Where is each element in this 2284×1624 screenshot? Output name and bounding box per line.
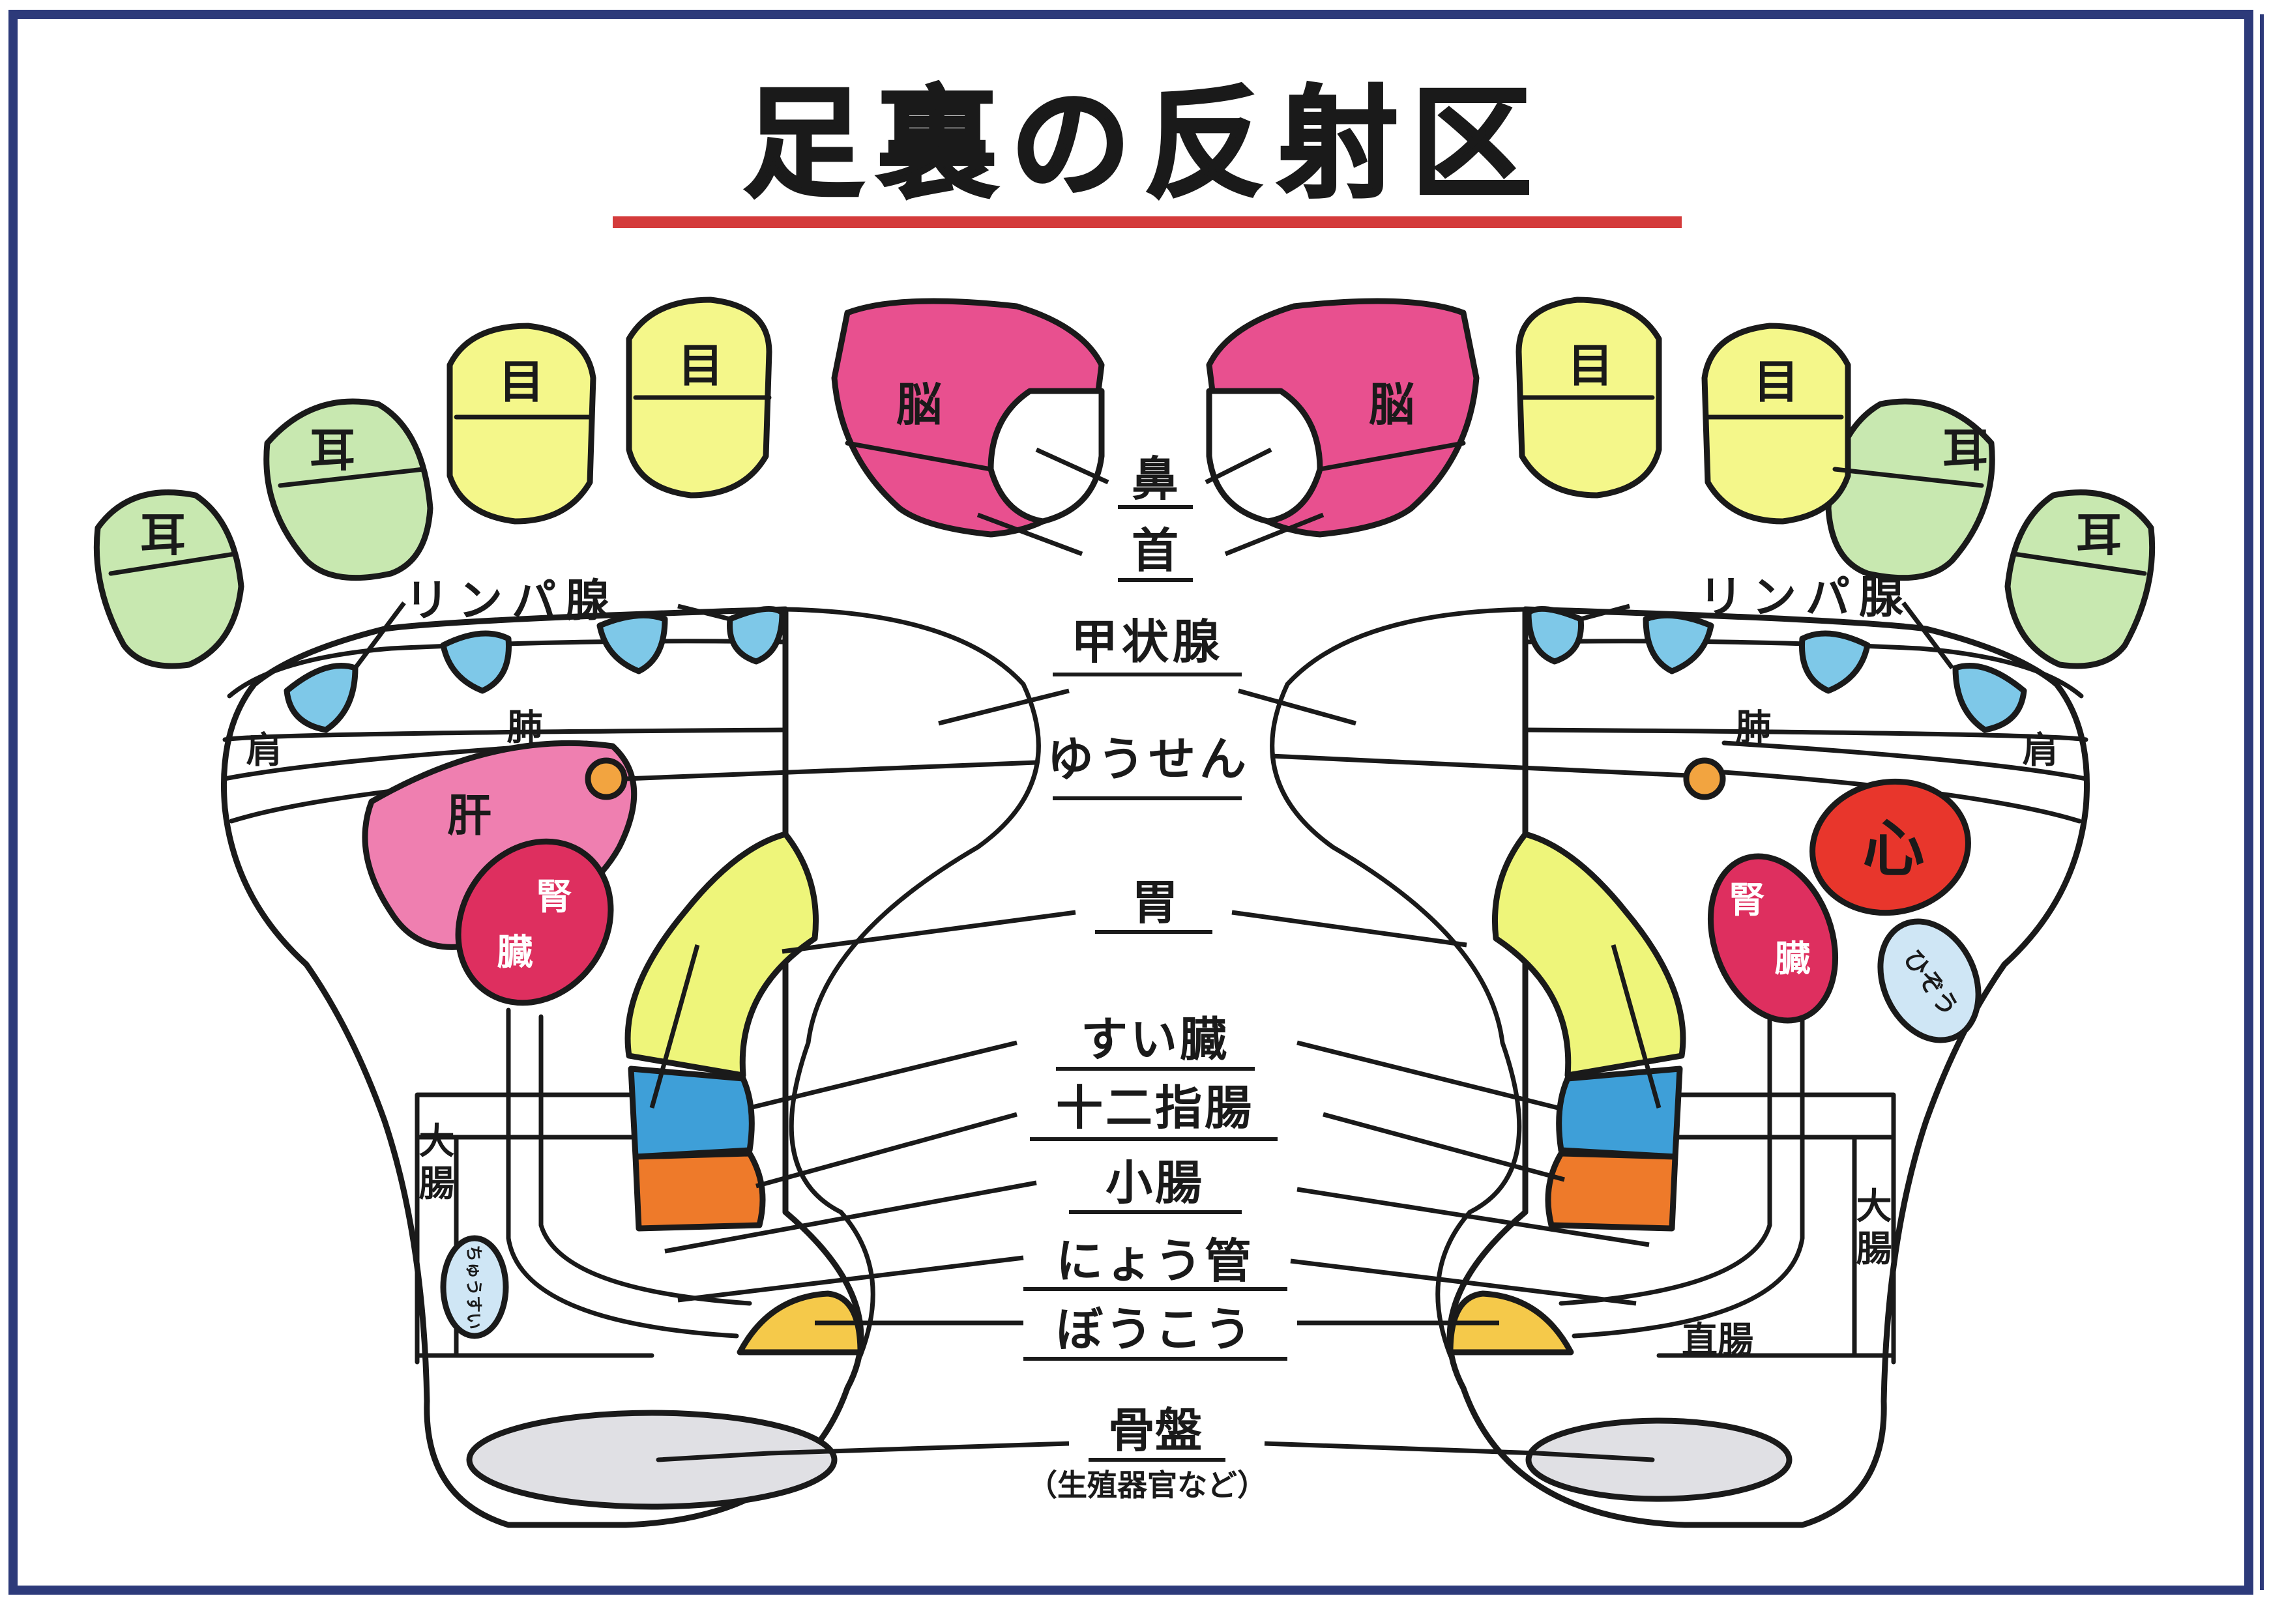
left-foot (93, 297, 1105, 1528)
left-large-intestine-frame (415, 1092, 654, 1365)
right-bladder (1447, 1290, 1574, 1356)
label-stomach: 胃 (1132, 875, 1179, 930)
right-brain-label: 脳 (1369, 378, 1414, 431)
right-toe-ear-1 (2004, 489, 2156, 669)
right-kidney (1707, 853, 1839, 1024)
label-pancreas: すい臓 (1081, 1012, 1229, 1067)
left-pelvis (466, 1410, 838, 1510)
left-stomach (624, 831, 819, 1079)
right-lung-line-1 (1721, 740, 2088, 781)
right-colon-curve-1 (1572, 1008, 1805, 1339)
left-inner-column (783, 607, 1041, 1358)
right-sex-gland-dot (1683, 757, 1726, 800)
right-small-intestine (1545, 1150, 1678, 1232)
right-toe-eye-1 (1701, 323, 1851, 525)
left-cecum-label: ちゅうすい (463, 1245, 483, 1329)
left-lung-label: 肺 (506, 706, 542, 748)
left-colon-curve-1 (506, 1008, 739, 1339)
right-pelvis (1525, 1417, 1793, 1502)
left-shoulder-label: 肩 (246, 729, 282, 771)
right-eye-1-label: 目 (1753, 355, 1799, 409)
left-liver-label: 肝 (447, 790, 491, 842)
right-eye-2-label: 目 (1568, 339, 1613, 392)
right-kidney-label-bottom: 臓 (1774, 938, 1810, 979)
left-ear-2-label: 耳 (310, 424, 355, 477)
right-ear-1-label: 耳 (2076, 508, 2122, 562)
label-neck: 首 (1132, 523, 1179, 578)
label-duodenum: 十二指腸 (1056, 1080, 1254, 1135)
right-shoulder-line (1523, 727, 2088, 742)
left-ear-1-band (108, 551, 237, 576)
label-nose: 鼻 (1132, 452, 1179, 506)
right-large-intestine-label-top: 大 (1856, 1185, 1892, 1227)
label-pelvis: 骨盤 (1108, 1403, 1202, 1458)
label-thyroid: 甲状腺 (1071, 615, 1223, 669)
title-underline (613, 216, 1682, 228)
right-ear-1-band (2012, 551, 2147, 576)
left-kidney-label-top: 腎 (536, 876, 572, 918)
left-lymph-2 (440, 630, 512, 694)
right-foot-outline (1446, 606, 2090, 1528)
right-shoulder-label: 肩 (2022, 729, 2058, 771)
left-lymph-4 (727, 605, 785, 665)
left-toe-arc-1 (227, 639, 788, 699)
right-duodenum (1556, 1066, 1683, 1160)
left-brain-band (845, 441, 993, 472)
right-heart-label: 心 (1862, 813, 1924, 885)
right-lymph-1 (1952, 663, 2027, 733)
label-bladder: ぼうこう (1056, 1302, 1254, 1357)
left-large-intestine-label-bottom: 腸 (418, 1163, 454, 1204)
left-shoulder-line (222, 727, 788, 742)
right-spleen (1877, 918, 1982, 1043)
right-toe-arc-1 (1523, 639, 2084, 699)
left-sex-gland-dot (585, 757, 628, 800)
left-brain-label: 脳 (896, 378, 942, 431)
right-brain-band (1317, 441, 1466, 472)
right-lymph-4 (1525, 605, 1584, 665)
left-bladder (737, 1290, 864, 1356)
left-pelvis-inner-line (656, 1451, 772, 1462)
right-inner-column (1270, 607, 1528, 1358)
left-toe-ear-1 (93, 489, 244, 669)
right-heart (1809, 778, 1971, 916)
left-ear-1-label: 耳 (140, 508, 186, 562)
label-pelvis-note: （生殖器官など） (1027, 1468, 1267, 1503)
right-foot (1206, 297, 2156, 1528)
left-lymph-label: リンパ腺 (405, 575, 619, 627)
left-toe-ear-2 (263, 398, 433, 581)
right-toe-ear-2 (1825, 398, 1995, 581)
label-small-intestine: 小腸 (1105, 1155, 1205, 1210)
label-sex-gland: ゆうせん (1047, 732, 1250, 787)
right-lymph-3 (1643, 612, 1714, 674)
right-pelvis-inner-line (1536, 1451, 1655, 1462)
right-kidney-label-top: 腎 (1729, 879, 1764, 921)
right-lung-label: 肺 (1735, 706, 1771, 748)
page-title: 足裏の反射区 (743, 74, 1545, 214)
left-cecum (440, 1235, 509, 1339)
right-large-intestine-label-bottom: 腸 (1856, 1228, 1892, 1269)
right-brain-notch (1206, 388, 1323, 525)
page-frame (8, 10, 2253, 1595)
leader-lines (353, 447, 1954, 1456)
left-large-intestine-label-top: 大 (418, 1120, 454, 1162)
left-lymph-1 (284, 663, 359, 733)
right-large-intestine-frame (1656, 1092, 1896, 1365)
left-ear-2-band (278, 467, 426, 488)
left-toe-eye-1 (447, 323, 596, 525)
right-stomach (1491, 831, 1686, 1079)
label-ureter: にょう管 (1056, 1234, 1254, 1288)
right-rectum-label: 直腸 (1682, 1319, 1753, 1361)
left-kidney (455, 838, 614, 1006)
left-duodenum (628, 1066, 755, 1160)
left-small-intestine (632, 1150, 766, 1232)
right-lymph-2 (1799, 630, 1871, 694)
right-ear-2-band (1832, 467, 1984, 488)
right-lymph-label: リンパ腺 (1699, 572, 1912, 624)
left-kidney-label-bottom: 臓 (497, 931, 533, 973)
left-lymph-3 (596, 612, 668, 674)
right-ear-2-label: 耳 (1942, 424, 1988, 477)
left-eye-2-label: 目 (678, 339, 724, 392)
left-eye-1-label: 目 (499, 355, 544, 409)
